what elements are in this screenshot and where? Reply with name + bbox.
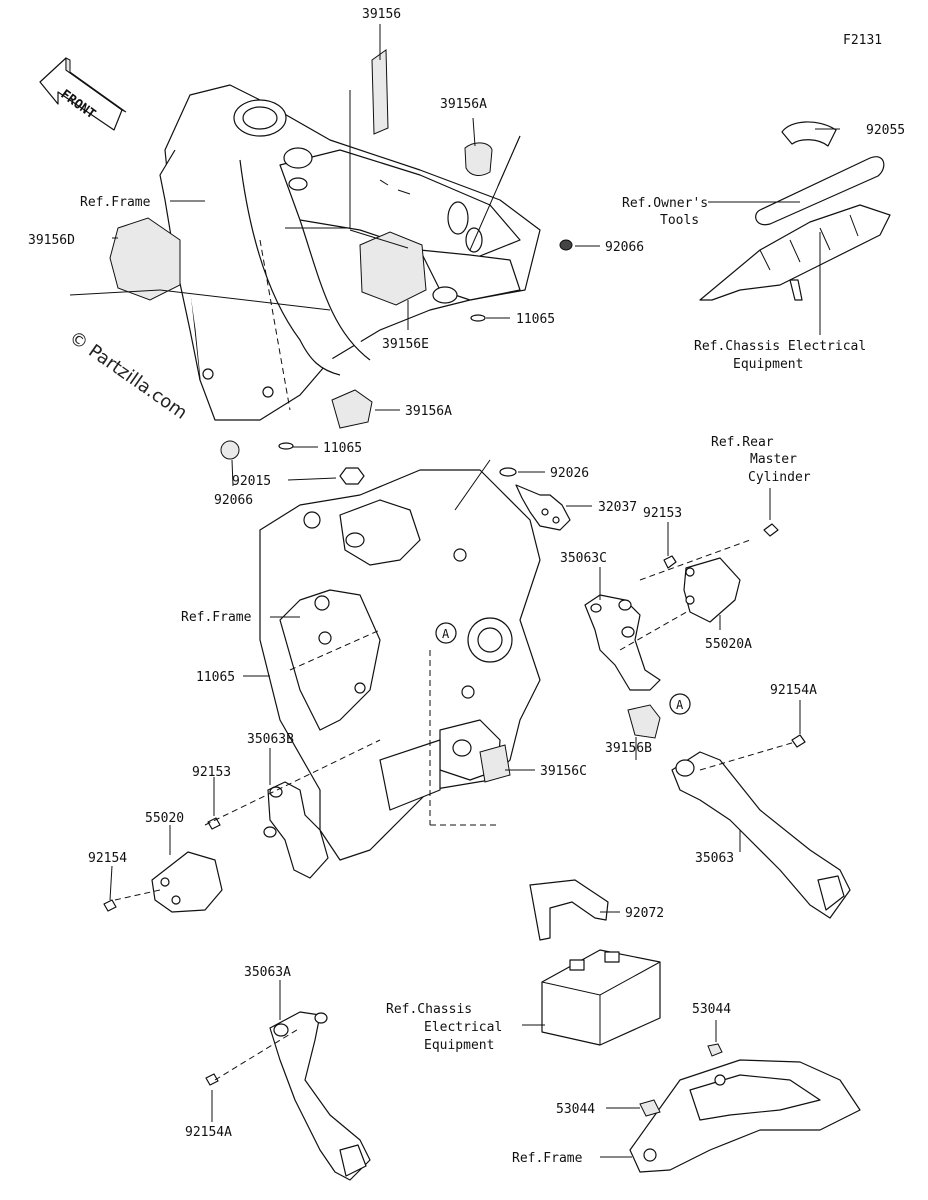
plate-55020A (683, 557, 741, 623)
seal-39156E (359, 231, 427, 306)
label-92072: 92072 (625, 906, 664, 921)
lower-frame-assembly (259, 469, 541, 861)
grommet-92066-right (559, 239, 573, 251)
seal-39156C (479, 744, 511, 783)
rear-subframe (629, 1043, 861, 1173)
label-92154A-right: 92154A (770, 683, 817, 698)
front-direction-arrow: FRONT (39, 57, 127, 131)
figure-code: F2131 (843, 33, 882, 48)
label-92015: 92015 (232, 474, 271, 489)
label-ref-owners-tools-2: Tools (660, 213, 699, 228)
bolt-92154A-right (791, 734, 806, 748)
part-labels: F2131 © Partzilla.com 39156 39156A 92055… (28, 7, 905, 1166)
label-11065-low: 11065 (196, 670, 235, 685)
collar-92026 (499, 467, 517, 477)
pad-53044-low (639, 1099, 661, 1117)
label-35063A: 35063A (244, 965, 291, 980)
watermark: © Partzilla.com (65, 327, 191, 424)
label-92153-left: 92153 (192, 765, 231, 780)
label-53044-top: 53044 (692, 1002, 731, 1017)
label-39156D: 39156D (28, 233, 75, 248)
pad-53044-top (707, 1043, 723, 1057)
label-ref-frame-mid: Ref.Frame (181, 610, 252, 625)
bolt-92153-right (663, 555, 677, 569)
label-ref-chassis-low-3: Equipment (424, 1038, 494, 1053)
battery (541, 949, 661, 1046)
label-ref-chassis-top-2: Equipment (733, 357, 803, 372)
label-11065-mid: 11065 (323, 441, 362, 456)
seal-39156B (627, 704, 661, 739)
label-92066-right: 92066 (605, 240, 644, 255)
label-92026: 92026 (550, 466, 589, 481)
seal-39156D (109, 217, 181, 301)
lower-frame-hardware (339, 467, 571, 531)
label-39156A-mid: 39156A (405, 404, 452, 419)
right-footrest-stay (671, 734, 851, 919)
label-ref-rear-1: Ref.Rear (711, 435, 774, 450)
callout-a-left (435, 622, 457, 644)
seal-39156 (371, 49, 389, 135)
seal-39156A-top (464, 142, 493, 176)
label-39156: 39156 (362, 7, 401, 22)
label-39156C: 39156C (540, 764, 587, 779)
label-ref-chassis-low-2: Electrical (424, 1020, 502, 1035)
damper-11065-top (470, 314, 486, 322)
label-ref-chassis-low-1: Ref.Chassis (386, 1002, 472, 1017)
left-footrest-bracket (103, 781, 329, 913)
damper-11065-mid (278, 442, 294, 450)
label-53044-low: 53044 (556, 1102, 595, 1117)
label-92154A-left: 92154A (185, 1125, 232, 1140)
svg-text:A: A (442, 627, 450, 641)
right-footrest-bracket (584, 523, 779, 691)
label-39156A-top: 39156A (440, 97, 487, 112)
label-ref-chassis-top-1: Ref.Chassis Electrical (694, 339, 866, 354)
seal-39156A-mid (331, 389, 373, 429)
left-footrest-stay (205, 1011, 371, 1181)
bolt-ref-rear (763, 523, 779, 537)
label-92066-left: 92066 (214, 493, 253, 508)
plate-55020 (151, 851, 223, 913)
callout-a-markers: A A (435, 622, 691, 783)
cap-92066-left (220, 440, 240, 460)
tool-tray-assembly (699, 156, 891, 301)
battery-holder-92072 (529, 879, 609, 941)
callout-a-right (669, 693, 691, 715)
label-32037: 32037 (598, 500, 637, 515)
label-39156E: 39156E (382, 337, 429, 352)
label-ref-rear-3: Cylinder (748, 470, 811, 485)
clamp-92055 (781, 121, 837, 147)
label-92153-right: 92153 (643, 506, 682, 521)
label-55020: 55020 (145, 811, 184, 826)
label-92154: 92154 (88, 851, 127, 866)
leader-lines (69, 24, 840, 1158)
label-ref-frame-top: Ref.Frame (80, 195, 151, 210)
nut-92015 (339, 467, 365, 485)
bolt-92154A-left (205, 1073, 219, 1086)
label-39156B: 39156B (605, 741, 652, 756)
seal-pads-upper (109, 49, 493, 460)
label-ref-owners-tools-1: Ref.Owner's (622, 196, 708, 211)
owners-tools (755, 156, 885, 226)
bolt-92153-left (207, 817, 221, 830)
label-ref-rear-2: Master (750, 452, 797, 467)
label-35063C: 35063C (560, 551, 607, 566)
label-11065-top: 11065 (516, 312, 555, 327)
label-55020A: 55020A (705, 637, 752, 652)
bolt-92154-left (103, 899, 117, 912)
label-92055: 92055 (866, 123, 905, 138)
label-35063: 35063 (695, 851, 734, 866)
label-ref-frame-low: Ref.Frame (512, 1151, 583, 1166)
svg-text:A: A (676, 698, 684, 712)
label-35063B: 35063B (247, 732, 294, 747)
upper-frame-assembly (159, 84, 541, 421)
battery-assembly (529, 879, 661, 1046)
